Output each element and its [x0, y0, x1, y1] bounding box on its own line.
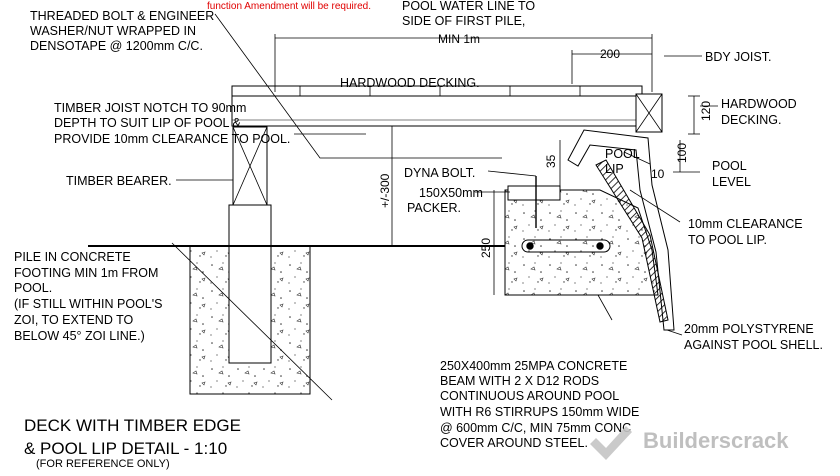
pile-label-1: PILE IN CONCRETE — [14, 250, 131, 264]
dim-120-label: 120 — [699, 101, 713, 121]
pool-level-label-1: POOL — [712, 159, 747, 173]
drawing-geometry — [88, 13, 718, 401]
min-1m-label: MIN 1m — [438, 32, 480, 46]
beam-label-2: BEAM WITH 2 X D12 RODS — [440, 374, 599, 388]
hardwood-decking — [231, 85, 643, 97]
check-logo-icon — [590, 426, 632, 460]
packer-label-1: 150X50mm — [419, 186, 483, 200]
stirrup — [521, 239, 611, 253]
pile-post — [228, 204, 272, 364]
beam-label-6: COVER AROUND STEEL. — [440, 436, 588, 450]
bolt-label-3: DENSOTAPE @ 1200mm C/C. — [30, 39, 203, 53]
bolt-label-2: WASHER/NUT WRAPPED IN — [30, 24, 196, 38]
zoi-line — [171, 242, 333, 401]
rebar-right — [596, 242, 604, 250]
beam-label-3: CONTINUOUS AROUND POOL — [440, 389, 619, 403]
pool-level-label-2: LEVEL — [712, 175, 751, 189]
bolt-label-1: THREADED BOLT & ENGINEER — [30, 9, 214, 23]
pool-lip-label-1: POOL — [605, 147, 640, 161]
beam-label-1: 250X400mm 25MPA CONCRETE — [440, 359, 627, 373]
pool-shell — [567, 129, 675, 331]
rebar-left — [526, 242, 534, 250]
dim-10-label: 10 — [651, 167, 665, 181]
pool-water-label-2: SIDE OF FIRST PILE, — [402, 14, 525, 28]
bdy-joist-label: BDY JOIST. — [705, 50, 771, 64]
clearance-label-2: TO POOL LIP. — [688, 233, 767, 247]
pool-water-label-1: POOL WATER LINE TO — [402, 0, 535, 13]
watermark-text: Builderscrack — [643, 428, 789, 453]
pile-label-5: ZOI, TO EXTEND TO — [14, 313, 134, 327]
packer-label-2: PACKER. — [407, 201, 461, 215]
drawing-title-2: & POOL LIP DETAIL - 1:10 — [24, 439, 227, 458]
timber-bearer-label: TIMBER BEARER. — [66, 174, 172, 188]
drawing-title-1: DECK WITH TIMBER EDGE — [24, 416, 241, 435]
pool-lip-label-2: LIP — [605, 162, 624, 176]
polystyrene — [595, 159, 669, 323]
hardwood-decking-right-1: HARDWOOD — [721, 97, 797, 111]
dim-100-label: 100 — [675, 143, 689, 163]
builderscrack-watermark: Builderscrack — [590, 426, 789, 460]
pile-label-3: POOL. — [14, 281, 52, 295]
amendment-note: function Amendment will be required. — [207, 1, 371, 12]
dim-35-label: 35 — [544, 154, 558, 168]
packer — [507, 185, 561, 201]
dyna-bolt-label: DYNA BOLT. — [404, 166, 475, 180]
pile-label-4: (IF STILL WITHIN POOL'S — [14, 297, 162, 311]
beam-label-4: WITH R6 STIRRUPS 150mm WIDE — [440, 405, 639, 419]
dim-250-label: 250 — [479, 238, 493, 258]
dim-300-label: +/-300 — [378, 173, 392, 208]
pile-label-2: FOOTING MIN 1m FROM — [14, 266, 158, 280]
joist-notch-label-1: TIMBER JOIST NOTCH TO 90mm — [54, 101, 246, 115]
joist-notch-label-2: DEPTH TO SUIT LIP OF POOL & — [54, 116, 242, 130]
drawing-subtitle: (FOR REFERENCE ONLY) — [36, 458, 170, 470]
polystyrene-label-2: AGAINST POOL SHELL. — [684, 338, 823, 352]
hardwood-decking-label: HARDWOOD DECKING. — [340, 76, 480, 90]
polystyrene-label-1: 20mm POLYSTYRENE — [684, 322, 814, 336]
pile-label-6: BELOW 45° ZOI LINE.) — [14, 329, 145, 343]
beam-label-5: @ 600mm C/C, MIN 75mm CONC — [440, 421, 631, 435]
timber-joist — [231, 91, 637, 127]
joist-notch-label-3: PROVIDE 10mm CLEARANCE TO POOL. — [54, 132, 290, 146]
concrete-beam — [504, 189, 659, 296]
clearance-label-1: 10mm CLEARANCE — [688, 217, 803, 231]
dim-200-label: 200 — [600, 47, 620, 61]
hardwood-decking-right-2: DECKING. — [721, 113, 781, 127]
